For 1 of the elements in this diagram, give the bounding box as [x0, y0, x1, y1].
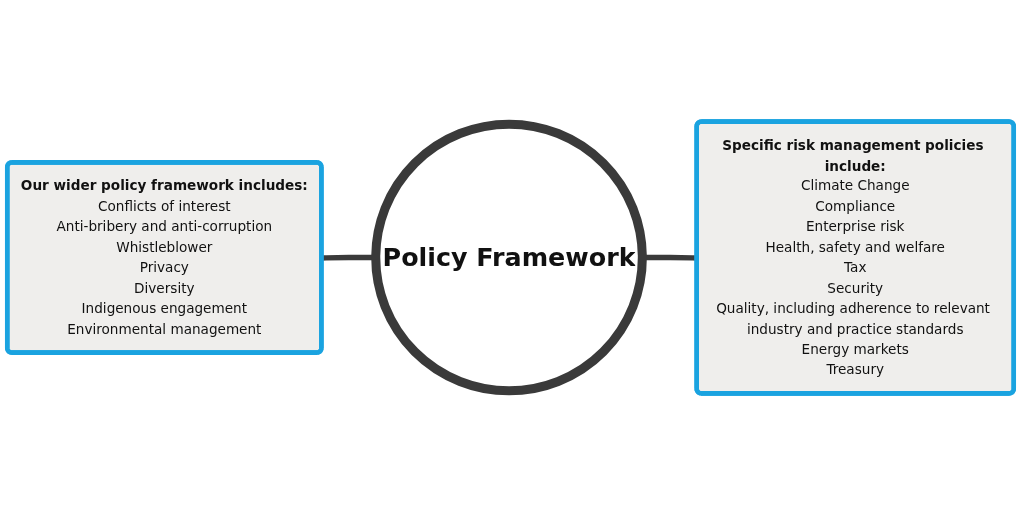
node-circle: Policy Framework — [371, 119, 647, 396]
